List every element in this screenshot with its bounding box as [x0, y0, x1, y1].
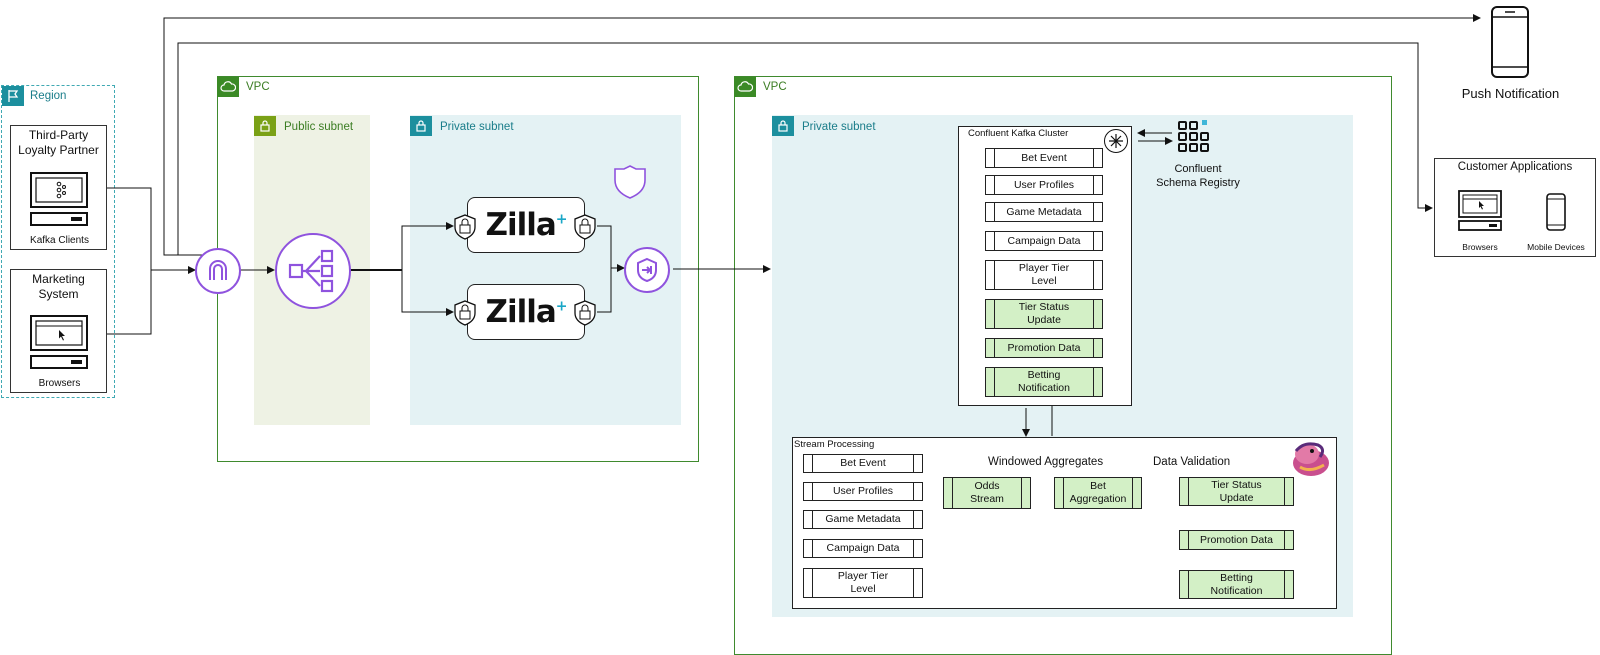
customer-browsers-caption: Browsers [1462, 242, 1498, 252]
region-container [1, 85, 115, 398]
mobile-device-icon [1546, 193, 1566, 231]
network-load-balancer-icon [275, 233, 351, 309]
zilla-bottom-plus: + [555, 298, 568, 315]
tier-status-update-node: Tier Status Update [1179, 477, 1294, 506]
region-flag-icon [2, 86, 24, 106]
customer-mobile-caption: Mobile Devices [1527, 242, 1585, 252]
vpc-left-label: VPC [246, 81, 270, 93]
stream-input-game-metadata: Game Metadata [803, 510, 923, 529]
bet-aggregation-node: Bet Aggregation [1054, 477, 1142, 509]
kafka-topic-player-tier-level: Player Tier Level [985, 260, 1103, 290]
betting-notification-node: Betting Notification [1179, 570, 1294, 599]
stream-input-user-profiles: User Profiles [803, 482, 923, 501]
zilla-top-name: Zilla [485, 207, 556, 243]
vpc-left-cloud-icon [217, 77, 239, 97]
schema-registry-label: Confluent Schema Registry [1138, 162, 1258, 190]
schema-registry-line2: Schema Registry [1156, 177, 1240, 189]
marketing-system-card: Marketing System Browsers [10, 269, 107, 393]
kafka-topic-promotion-data: Promotion Data [985, 338, 1103, 358]
zilla-bottom-right-lock-icon [573, 300, 597, 331]
kafka-topic-tier-status-update: Tier Status Update [985, 299, 1103, 329]
shield-icon [614, 165, 646, 199]
windowed-aggregates-label: Windowed Aggregates [988, 456, 1104, 468]
private-subnet-right-label: Private subnet [802, 121, 876, 133]
region-label: Region [30, 90, 67, 102]
vpc-right-cloud-icon [734, 77, 756, 97]
customer-applications-title: Customer Applications [1457, 161, 1573, 173]
browsers-caption: Browsers [38, 378, 81, 389]
vpc-endpoint-icon [624, 247, 670, 293]
browser-computer-icon [1458, 190, 1502, 231]
vpc-right-label: VPC [763, 81, 787, 93]
kafka-cluster-title: Confluent Kafka Cluster [968, 128, 1069, 139]
kafka-client-computer-icon [30, 172, 88, 226]
public-subnet-lock-icon [254, 116, 276, 136]
flink-squirrel-icon [1293, 442, 1329, 476]
private-subnet-left-label: Private subnet [440, 121, 514, 133]
stream-processing-title: Stream Processing [794, 439, 875, 450]
kafka-topic-game-metadata: Game Metadata [985, 202, 1103, 222]
data-validation-label: Data Validation [1153, 456, 1231, 468]
private-subnet-left-lock-icon [410, 116, 432, 136]
odds-stream-node: Odds Stream [943, 477, 1031, 509]
public-subnet-label: Public subnet [284, 121, 354, 133]
zilla-bottom-name: Zilla [485, 294, 556, 330]
zilla-bottom-left-lock-icon [453, 300, 477, 331]
third-party-partner-title: Third-Party Loyalty Partner [18, 128, 99, 157]
kafka-topic-user-profiles: User Profiles [985, 175, 1103, 195]
third-party-partner-card: Third-Party Loyalty Partner Kafka Client… [10, 125, 107, 250]
schema-registry-line1: Confluent [1174, 163, 1222, 175]
internet-gateway-icon [195, 248, 241, 294]
push-notification-label: Push Notification [1461, 86, 1560, 101]
marketing-browser-computer-icon [30, 315, 88, 369]
kafka-topic-campaign-data: Campaign Data [985, 231, 1103, 251]
stream-input-campaign-data: Campaign Data [803, 539, 923, 558]
zilla-top-right-lock-icon [573, 214, 597, 245]
stream-input-player-tier-level: Player Tier Level [803, 568, 923, 598]
zilla-top-left-lock-icon [453, 214, 477, 245]
private-subnet-right-lock-icon [772, 116, 794, 136]
schema-registry-icon [1178, 120, 1209, 152]
marketing-system-title: Marketing System [32, 272, 85, 301]
kafka-topic-betting-notification: Betting Notification [985, 367, 1103, 397]
kafka-topic-bet-event: Bet Event [985, 148, 1103, 168]
mobile-phone-icon [1491, 6, 1529, 78]
promotion-data-node: Promotion Data [1179, 530, 1294, 550]
confluent-logo-icon [1104, 129, 1128, 153]
zilla-top-plus: + [555, 211, 568, 228]
zilla-gateway-top: Zilla+ [467, 197, 585, 253]
stream-input-bet-event: Bet Event [803, 454, 923, 473]
zilla-gateway-bottom: Zilla+ [467, 284, 585, 340]
kafka-clients-caption: Kafka Clients [30, 235, 89, 246]
